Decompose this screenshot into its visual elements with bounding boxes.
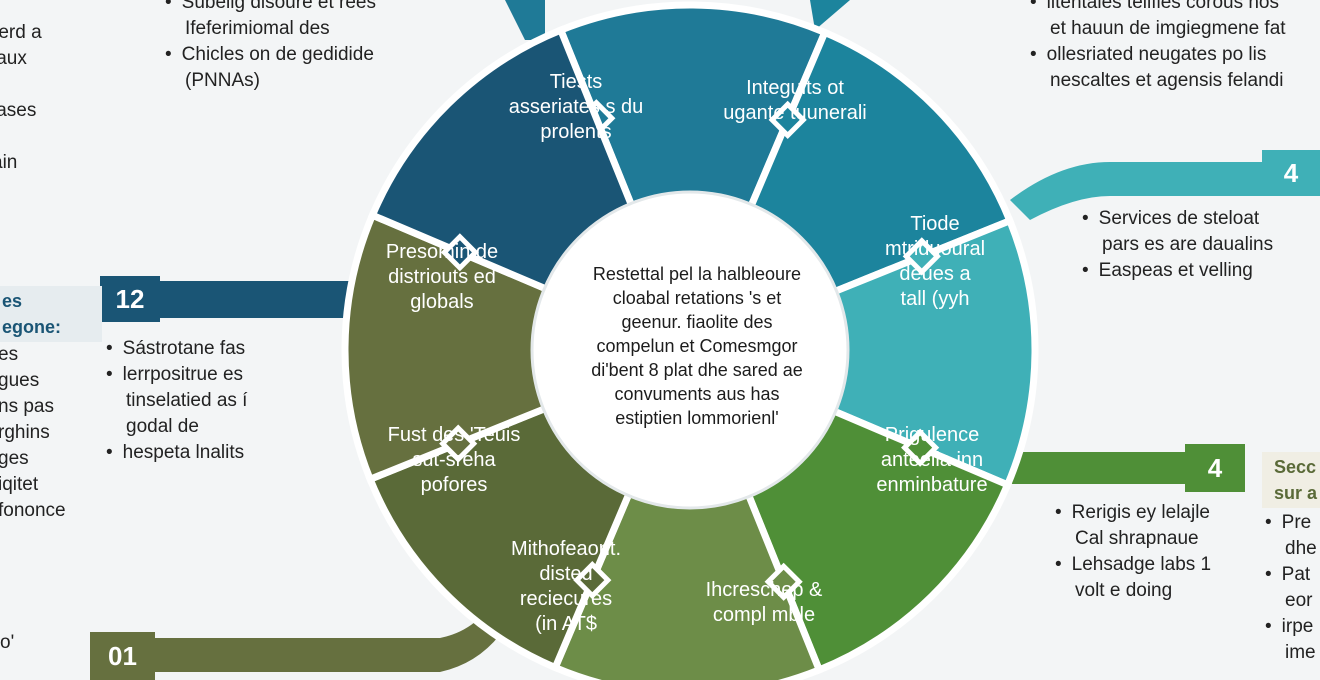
segment-notch-6: [439, 424, 478, 463]
badge-right-top: 4: [1262, 150, 1320, 196]
text-block-right-lower: Rerigis ey lelajle Cal shrapnaue Lehsadg…: [1055, 500, 1211, 604]
text-block-bottom-left-edge: o': [0, 632, 15, 653]
segment-notch-7: [440, 233, 479, 272]
segment-notch-5: [573, 561, 612, 600]
ring-segments: [341, 1, 1039, 680]
connector-bottom-left: [150, 590, 520, 672]
text-block-right-edge: Pre dhe Pat eor irpe ime: [1265, 510, 1317, 666]
text-block-top-center-left: Subelig disoure et rees Ifeferimiomal de…: [165, 0, 376, 94]
connector-top-left: [505, 0, 545, 40]
badge-right-mid: 4: [1185, 444, 1245, 492]
segment-label-4: Ihcreschep &compl mble: [705, 579, 823, 626]
connector-left: [155, 281, 360, 318]
text-block-top-right: litentales telifies corous hos et hauun …: [1030, 0, 1286, 94]
connector-right-top: [1010, 162, 1320, 220]
segment-notch-2: [902, 237, 941, 276]
text-block-top-left-edge: rerd alauxlasesain: [0, 22, 42, 173]
connector-right-mid: [1010, 452, 1200, 484]
badge-bottom-left: 01: [90, 632, 155, 680]
segment-notch-1: [768, 100, 807, 139]
hub-circle: [530, 190, 850, 510]
badge-left: 12: [100, 276, 160, 322]
segment-notch-4: [764, 562, 803, 601]
segment-notch-3: [901, 428, 940, 467]
text-block-right-upper: Services de steloat pars es are daualins…: [1082, 206, 1273, 284]
connector-top-right: [810, 0, 850, 30]
text-block-left-middle: Sástrotane fas lerrpositrue es tinselati…: [106, 336, 248, 466]
